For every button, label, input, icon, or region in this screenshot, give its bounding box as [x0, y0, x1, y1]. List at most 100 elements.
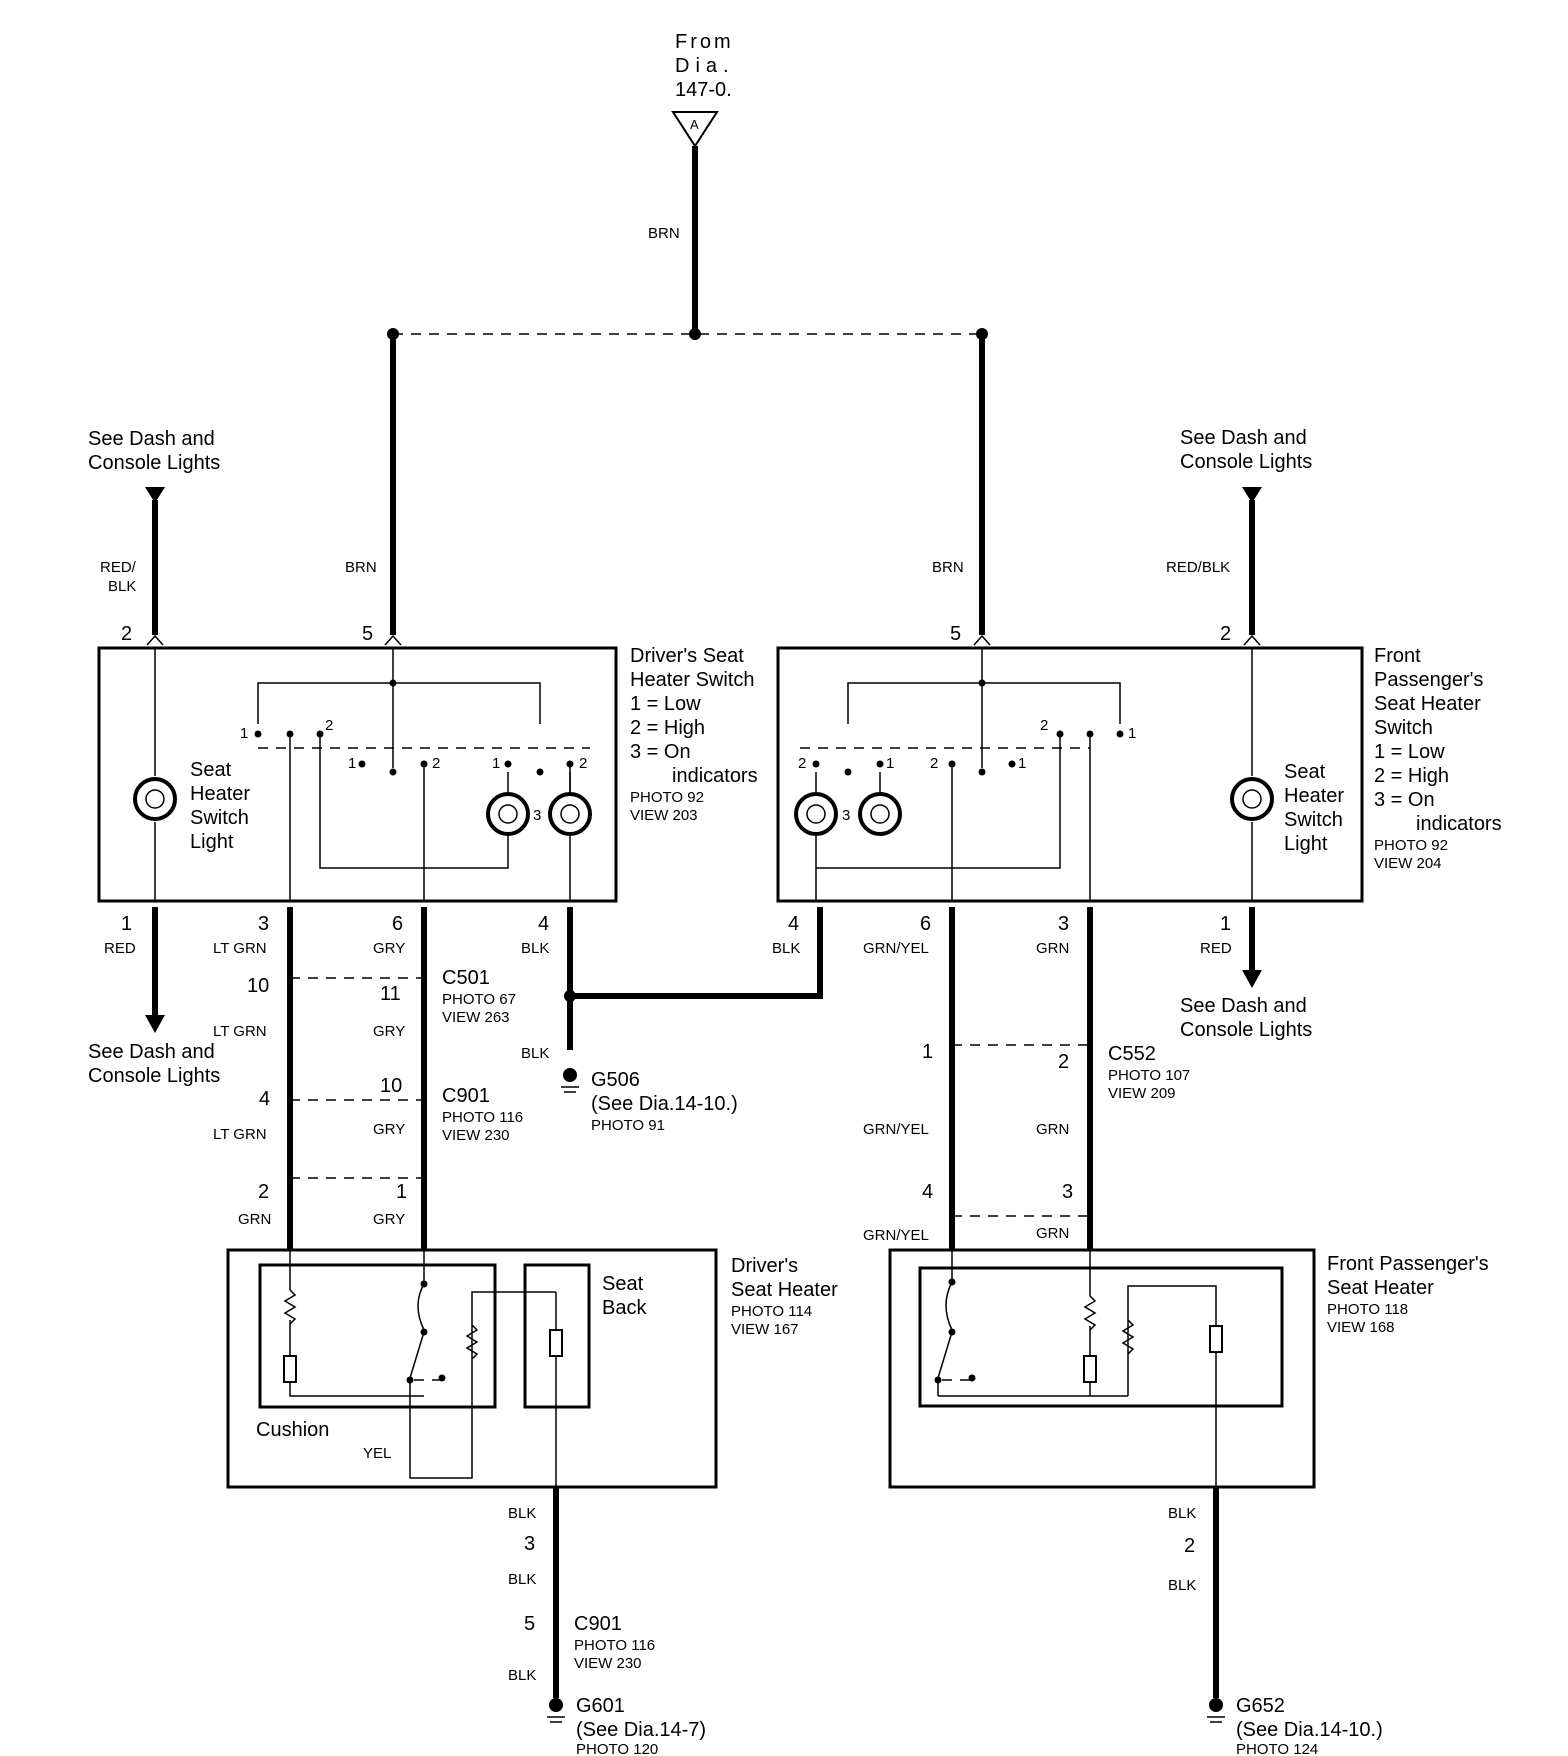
grn-label-3: GRN — [1036, 1225, 1069, 1242]
pass-switch-section: See Dash and Console Lights RED/BLK 5 2 … — [772, 427, 1502, 1041]
contact — [438, 1374, 446, 1382]
lt-grn-label-1: LT GRN — [213, 940, 267, 957]
switch-contact-icon — [945, 1281, 953, 1331]
blk-label-6: BLK — [1168, 1577, 1196, 1594]
resistor-icon — [283, 1289, 297, 1325]
grn-yel-label-3: GRN/YEL — [863, 1227, 929, 1244]
pin-mark — [1243, 634, 1261, 646]
blk-label-4: BLK — [508, 1667, 536, 1684]
dash-ref-left-2: Console Lights — [88, 452, 220, 474]
brn-pass-label: BRN — [932, 559, 964, 576]
pass-heater-element-box — [918, 1266, 1284, 1408]
junction-dot — [978, 679, 986, 687]
connector-a-letter: A — [690, 117, 699, 132]
contact — [358, 760, 366, 768]
pass-heater-pin-a: 4 — [922, 1181, 933, 1203]
yel-label: YEL — [363, 1445, 391, 1462]
g652-see: (See Dia.14-10.) — [1236, 1719, 1383, 1741]
brn-main-label: BRN — [648, 225, 680, 242]
heater-wire — [409, 1291, 556, 1479]
driver-ground-pin: 3 — [524, 1533, 535, 1555]
lt-grn-label-2: LT GRN — [213, 1023, 267, 1040]
pass-light-l3: Switch — [1284, 809, 1343, 831]
pass-contact-2b: 2 — [930, 755, 938, 772]
pass-switch-title-1: Front — [1374, 645, 1421, 667]
pass-switch-title-2: Passenger's — [1374, 669, 1483, 691]
driver-switch-title-5: 3 = On — [630, 741, 691, 763]
grn-label-2: GRN — [1036, 1121, 1069, 1138]
driver-pin-1: 1 — [121, 913, 132, 935]
c552-pin-a: 1 — [922, 1041, 933, 1063]
gry-label-4: GRY — [373, 1211, 405, 1228]
driver-pin-2: 2 — [121, 623, 132, 645]
resistor-icon — [1121, 1319, 1135, 1355]
driver-switch-view: VIEW 203 — [630, 807, 698, 824]
arrow-out-right — [1242, 970, 1262, 988]
g601-name: G601 — [576, 1695, 625, 1717]
lamp-filament — [870, 804, 890, 824]
pass-contact-3: 3 — [842, 807, 850, 824]
dash-ref-left-1: See Dash and — [88, 428, 215, 450]
pass-contact-2a: 2 — [798, 755, 806, 772]
driver-light-l4: Light — [190, 831, 234, 853]
pass-ground-pin: 2 — [1184, 1535, 1195, 1557]
gry-label-2: GRY — [373, 1023, 405, 1040]
pass-switch-title-5: 1 = Low — [1374, 741, 1445, 763]
pass-heater-view: VIEW 168 — [1327, 1319, 1395, 1336]
arrow-in-right — [1242, 487, 1262, 503]
driver-light-l1: Seat — [190, 759, 232, 781]
g601-photo: PHOTO 120 — [576, 1741, 658, 1756]
contact — [812, 760, 820, 768]
driver-light-l3: Switch — [190, 807, 249, 829]
thermostat-icon — [1209, 1325, 1223, 1353]
pass-pin-1: 1 — [1220, 913, 1231, 935]
red-label-left: RED — [104, 940, 136, 957]
source-dia-label: Dia. — [675, 55, 735, 77]
switch-contact-icon — [417, 1283, 425, 1331]
pass-pin-6: 6 — [920, 913, 931, 935]
red-blk-label-1: RED/ — [100, 559, 137, 576]
pin-mark — [146, 634, 164, 646]
c901b-photo: PHOTO 116 — [574, 1637, 655, 1654]
power-source: From Dia. 147-0. A BRN BRN BRN — [345, 31, 988, 635]
switch-blade — [409, 1331, 425, 1379]
pass-switch-title-3: Seat Heater — [1374, 693, 1481, 715]
pass-pin-3: 3 — [1058, 913, 1069, 935]
thermostat-icon — [283, 1355, 297, 1383]
blk-label-g506: BLK — [521, 1045, 549, 1062]
seat-back-label-1: Seat — [602, 1273, 644, 1295]
contact — [536, 768, 544, 776]
pass-pin-5: 5 — [950, 623, 961, 645]
contact-2: 2 — [325, 717, 333, 734]
dash-ref-right-4: Console Lights — [1180, 1019, 1312, 1041]
pass-switch-title-8: indicators — [1416, 813, 1502, 835]
cushion-label: Cushion — [256, 1419, 329, 1441]
driver-switch-photo: PHOTO 92 — [630, 789, 704, 806]
blk-label-2: BLK — [508, 1505, 536, 1522]
c901b-view: VIEW 230 — [574, 1655, 642, 1672]
c901a-pin-a: 4 — [259, 1088, 270, 1110]
gry-label-3: GRY — [373, 1121, 405, 1138]
driver-harness: LT GRN GRY BLK 10 11 C501 PHOTO 67 VIEW … — [213, 907, 823, 1250]
lamp-filament — [145, 789, 165, 809]
pass-heater-pin-b: 3 — [1062, 1181, 1073, 1203]
blk-label-3: BLK — [508, 1571, 536, 1588]
dash-ref-right-2: Console Lights — [1180, 451, 1312, 473]
source-from-label: From — [675, 31, 734, 53]
pass-contact-1b: 1 — [1018, 755, 1026, 772]
pass-switch-box — [776, 646, 1364, 903]
pass-heater-photo: PHOTO 118 — [1327, 1301, 1408, 1318]
c501-pin-a: 10 — [247, 975, 269, 997]
pass-contact-1a: 1 — [886, 755, 894, 772]
c552-pin-b: 2 — [1058, 1051, 1069, 1073]
contact — [389, 768, 397, 776]
heater-wire — [1127, 1285, 1217, 1487]
contact-1: 1 — [348, 755, 356, 772]
blk-crossover-wire — [570, 907, 823, 999]
driver-heater-box — [226, 1248, 718, 1489]
contact — [978, 768, 986, 776]
indicator-lamp-icon — [486, 792, 530, 836]
contact-3: 3 — [533, 807, 541, 824]
lt-grn-label-3: LT GRN — [213, 1126, 267, 1143]
